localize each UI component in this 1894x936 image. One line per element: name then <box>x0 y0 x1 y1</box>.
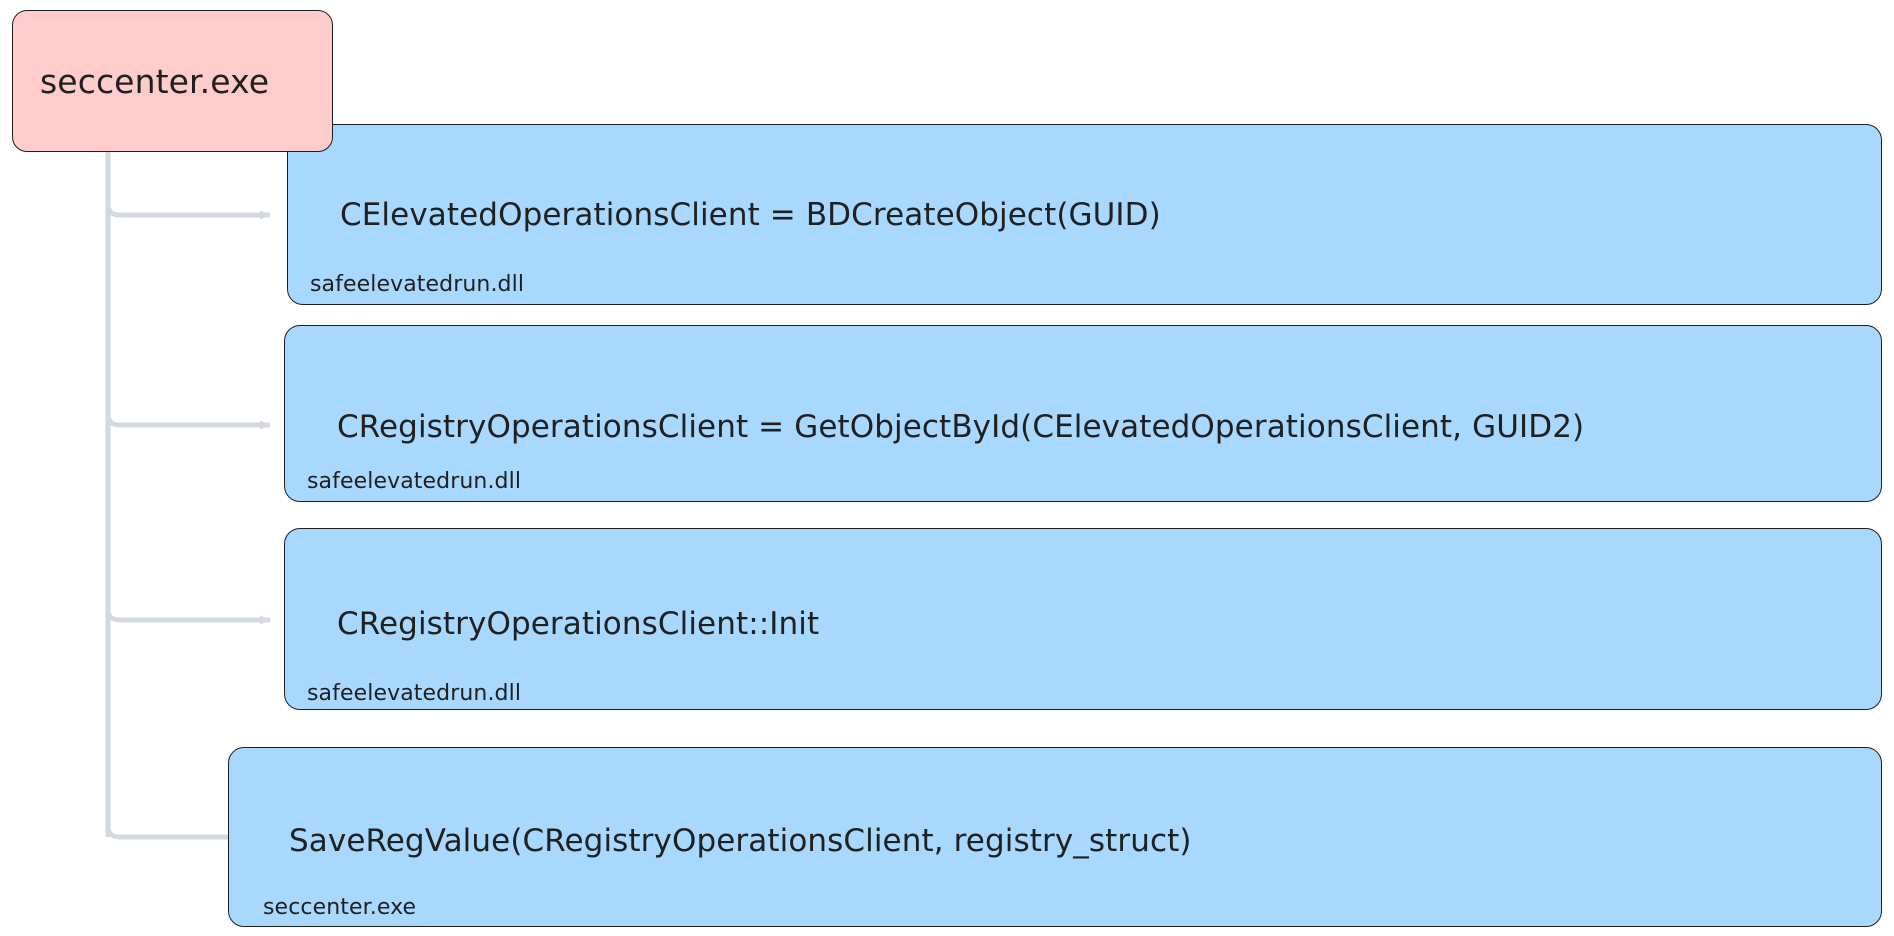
node-call-2[interactable]: CRegistryOperationsClient = GetObjectByI… <box>284 325 1882 502</box>
edge-to-node-2 <box>105 395 271 430</box>
edge-to-node-3 <box>105 590 271 625</box>
node-call-3-module: safeelevatedrun.dll <box>307 681 522 706</box>
node-call-4-title: SaveRegValue(CRegistryOperationsClient, … <box>289 823 1192 859</box>
node-call-1-module: safeelevatedrun.dll <box>310 272 525 297</box>
node-call-4[interactable]: SaveRegValue(CRegistryOperationsClient, … <box>228 747 1882 927</box>
node-call-4-module: seccenter.exe <box>263 895 417 920</box>
node-call-2-module: safeelevatedrun.dll <box>307 469 522 494</box>
node-call-1[interactable]: CElevatedOperationsClient = BDCreateObje… <box>287 124 1882 305</box>
node-call-2-title: CRegistryOperationsClient = GetObjectByI… <box>337 409 1585 445</box>
node-call-3-title: CRegistryOperationsClient::Init <box>337 606 820 642</box>
node-call-3[interactable]: CRegistryOperationsClient::Init safeelev… <box>284 528 1882 710</box>
node-root-label: seccenter.exe <box>40 61 270 101</box>
node-root-seccenter[interactable]: seccenter.exe <box>12 10 333 152</box>
node-call-1-title: CElevatedOperationsClient = BDCreateObje… <box>340 197 1161 233</box>
edge-to-node-1 <box>105 185 271 220</box>
